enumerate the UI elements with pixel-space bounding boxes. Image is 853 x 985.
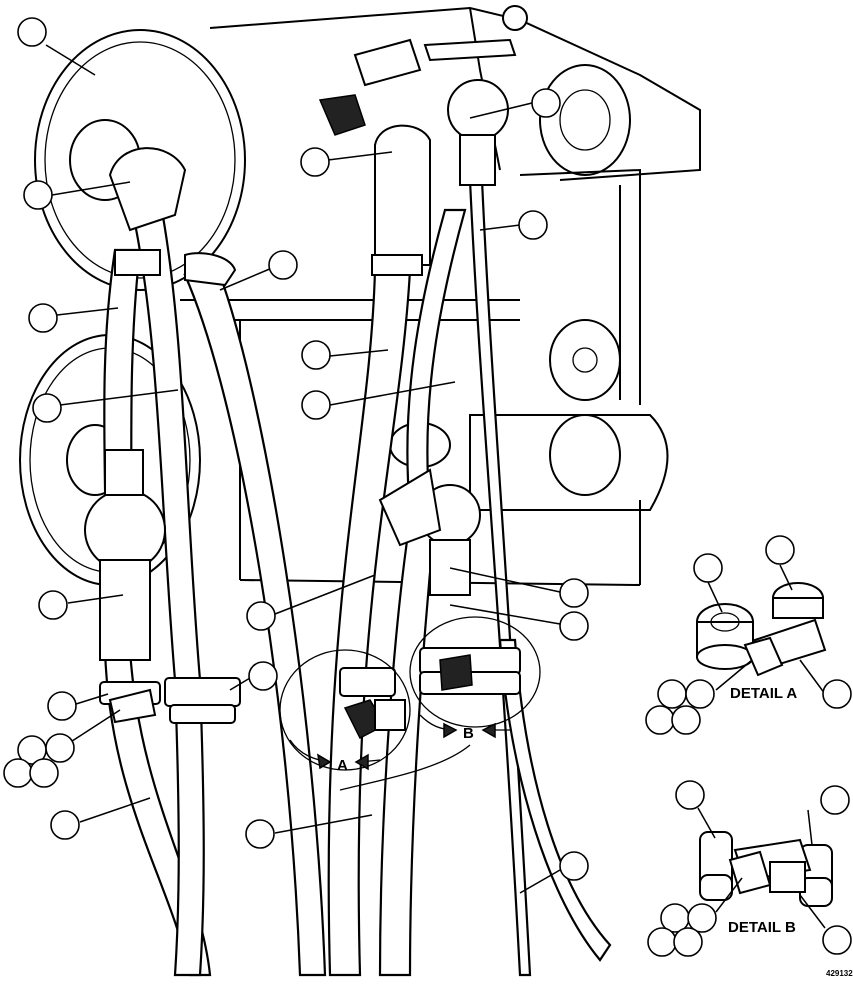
callout-circle: [675, 780, 705, 810]
callout-circle: [657, 679, 687, 709]
upper-fittings: [318, 38, 517, 136]
upper-center-elbow: [371, 124, 431, 276]
callout-circle: [687, 903, 717, 933]
upper-housing: [209, 5, 701, 405]
callout-circle: [693, 553, 723, 583]
center-clamp-b: [419, 647, 521, 695]
upper-left-elbow: [108, 147, 237, 287]
callout-circle: [300, 147, 330, 177]
callout-circle: [246, 601, 276, 631]
center-hose-1: [327, 268, 412, 977]
callout-circle: [28, 303, 58, 333]
callout-circle: [38, 590, 68, 620]
callout-circle: [29, 758, 59, 788]
callout-circle: [518, 210, 548, 240]
view-arrows: [289, 714, 510, 791]
callout-circle: [23, 180, 53, 210]
leader-lines: [45, 44, 826, 929]
callout-circle: [765, 535, 795, 565]
callout-circle: [3, 758, 33, 788]
detail-circles: [279, 616, 541, 771]
callout-circle: [32, 393, 62, 423]
left-hose-2: [128, 198, 205, 977]
callout-circle: [245, 819, 275, 849]
left-hose-3: [183, 273, 327, 977]
callout-circle: [301, 390, 331, 420]
callout-circle: [17, 17, 47, 47]
callout-circle: [673, 927, 703, 957]
callout-group: [3, 17, 852, 957]
callout-circle: [531, 88, 561, 118]
view-label-b: B: [463, 725, 474, 742]
callout-circle: [301, 340, 331, 370]
left-clamp: [99, 677, 241, 724]
upper-right-elbow: [447, 79, 509, 186]
lower-housing: [389, 414, 669, 585]
callout-circle: [50, 810, 80, 840]
callout-circle: [268, 250, 298, 280]
callout-circle: [559, 851, 589, 881]
callout-circle: [45, 733, 75, 763]
callout-circle: [248, 661, 278, 691]
detail-a-label: DETAIL A: [730, 685, 797, 702]
callout-circle: [685, 679, 715, 709]
drawing-number: 429132: [826, 969, 853, 978]
lower-center-elbow: [378, 468, 481, 596]
callout-circle: [47, 691, 77, 721]
lower-left-elbow: [84, 449, 166, 661]
center-hose-2: [378, 518, 437, 977]
callout-circle: [559, 611, 589, 641]
view-label-a: A: [337, 757, 348, 774]
detail-b-label: DETAIL B: [728, 919, 796, 936]
center-clamp-a: [339, 667, 406, 740]
callout-circle: [822, 925, 852, 955]
callout-circle: [822, 679, 852, 709]
detail-a-drawing: [696, 582, 827, 677]
callout-circle: [647, 927, 677, 957]
detail-b-drawing: [699, 831, 833, 907]
callout-circle: [820, 785, 850, 815]
callout-circle: [645, 705, 675, 735]
callout-circle: [671, 705, 701, 735]
callout-circle: [559, 578, 589, 608]
